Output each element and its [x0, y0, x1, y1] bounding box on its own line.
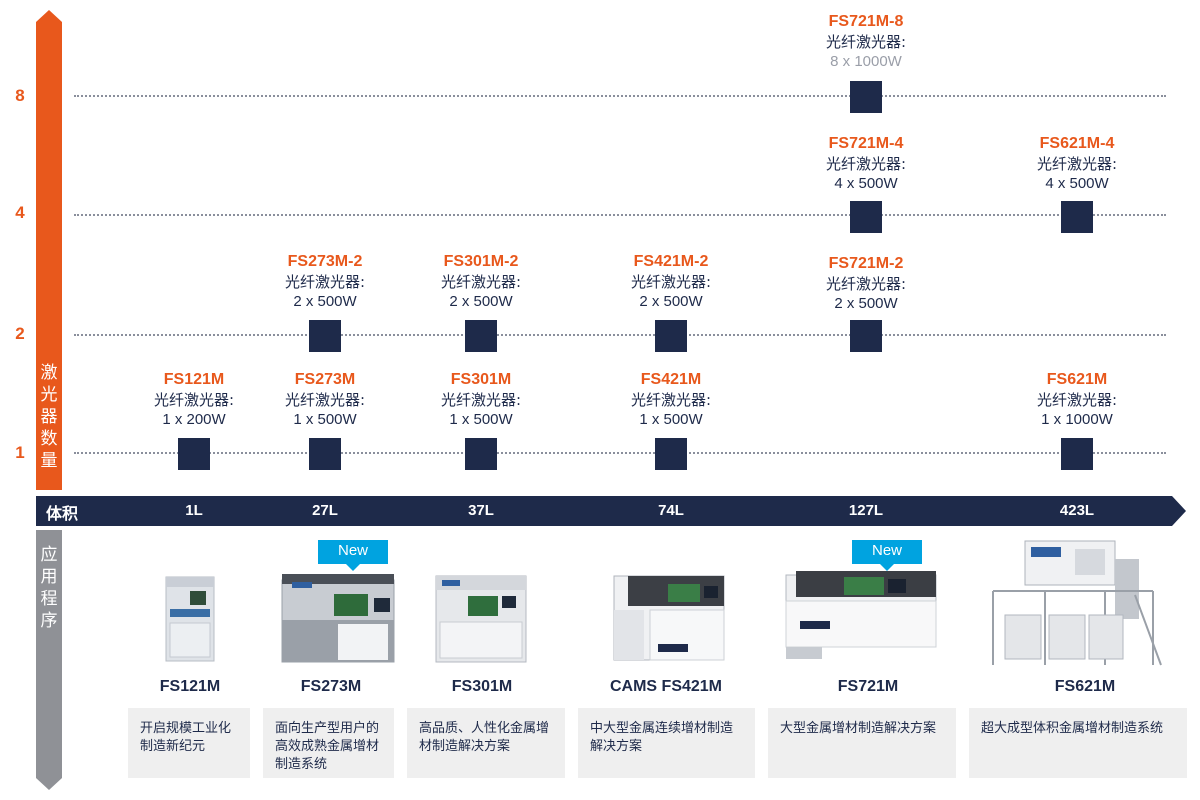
- marker-fs721m-2: [850, 320, 882, 352]
- laser-spec: 2 x 500W: [834, 295, 898, 312]
- fs121m-machine-image: [165, 576, 215, 662]
- laser-type: 光纤激光器:: [284, 391, 366, 409]
- product-name-cams-fs421m: CAMS FS421M: [609, 678, 723, 695]
- tick-8: 8: [15, 86, 25, 105]
- fs621m-machine-image: [992, 540, 1162, 666]
- tick-1: 1: [15, 443, 25, 462]
- laser-type: 光纤激光器:: [440, 391, 522, 409]
- product-desc-fs273m: 面向生产型用户的高效成熟金属增材制造系统: [263, 708, 394, 778]
- model-label-fs301m-2: FS301M-2 光纤激光器: 2 x 500W: [411, 252, 551, 312]
- new-badge-fs721m: New: [852, 540, 922, 571]
- product-name-fs621m: FS621M: [1054, 678, 1116, 695]
- application-axis-bar: [36, 530, 62, 790]
- model-label-fs421m-2: FS421M-2 光纤激光器: 2 x 500W: [601, 252, 741, 312]
- model-name: FS721M-2: [828, 255, 904, 272]
- marker-fs721m-4: [850, 201, 882, 233]
- laser-type: 光纤激光器:: [440, 273, 522, 291]
- product-name-fs721m: FS721M: [837, 678, 899, 695]
- gridline-4: [74, 214, 1166, 216]
- model-name: FS121M: [163, 371, 225, 388]
- model-name: FS621M-4: [1039, 135, 1115, 152]
- volume-1l: 1L: [185, 502, 203, 519]
- laser-spec: 4 x 500W: [834, 175, 898, 192]
- model-label-fs301m: FS301M 光纤激光器: 1 x 500W: [411, 370, 551, 430]
- laser-type: 光纤激光器:: [825, 275, 907, 293]
- product-name-fs273m: FS273M: [300, 678, 362, 695]
- volume-axis-label: 体积: [46, 504, 79, 523]
- model-label-fs421m: FS421M 光纤激光器: 1 x 500W: [601, 370, 741, 430]
- marker-fs301m: [465, 438, 497, 470]
- laser-type: 光纤激光器:: [153, 391, 235, 409]
- model-label-fs721m-2: FS721M-2 光纤激光器: 2 x 500W: [796, 254, 936, 314]
- marker-fs121m: [178, 438, 210, 470]
- marker-fs421m-2: [655, 320, 687, 352]
- product-desc-fs721m: 大型金属增材制造解决方案: [768, 708, 956, 778]
- model-name: FS421M: [640, 371, 702, 388]
- model-name: FS621M: [1046, 371, 1108, 388]
- model-label-fs121m: FS121M 光纤激光器: 1 x 200W: [124, 370, 264, 430]
- laser-spec: 1 x 500W: [639, 411, 703, 428]
- model-label-fs273m-2: FS273M-2 光纤激光器: 2 x 500W: [255, 252, 395, 312]
- volume-axis-bar: [36, 496, 1186, 526]
- laser-spec: 1 x 500W: [293, 411, 357, 428]
- laser-type: 光纤激光器:: [825, 33, 907, 51]
- volume-74l: 74L: [658, 502, 684, 519]
- model-label-fs621m-4: FS621M-4 光纤激光器: 4 x 500W: [1007, 134, 1147, 194]
- laser-spec: 4 x 500W: [1045, 175, 1109, 192]
- marker-fs301m-2: [465, 320, 497, 352]
- cams-fs421m-machine-image: [613, 575, 725, 661]
- tick-4: 4: [15, 203, 25, 222]
- marker-fs621m-4: [1061, 201, 1093, 233]
- model-label-fs721m-4: FS721M-4 光纤激光器: 4 x 500W: [796, 134, 936, 194]
- product-desc-cams-fs421m: 中大型金属连续增材制造解决方案: [578, 708, 755, 778]
- product-desc-fs621m: 超大成型体积金属增材制造系统: [969, 708, 1187, 778]
- model-label-fs273m: FS273M 光纤激光器: 1 x 500W: [255, 370, 395, 430]
- marker-fs273m: [309, 438, 341, 470]
- laser-spec: 1 x 500W: [449, 411, 513, 428]
- volume-423l: 423L: [1059, 502, 1095, 519]
- laser-type: 光纤激光器:: [630, 273, 712, 291]
- gridline-1: [74, 452, 1166, 454]
- product-desc-fs301m: 高品质、人性化金属增材制造解决方案: [407, 708, 565, 778]
- model-label-fs721m-8: FS721M-8 光纤激光器: 8 x 1000W: [796, 12, 936, 72]
- laser-spec: 2 x 500W: [293, 293, 357, 310]
- marker-fs621m: [1061, 438, 1093, 470]
- new-badge-fs273m: New: [318, 540, 388, 571]
- tick-2: 2: [15, 324, 25, 343]
- laser-type: 光纤激光器:: [825, 155, 907, 173]
- marker-fs273m-2: [309, 320, 341, 352]
- model-name: FS273M-2: [287, 253, 363, 270]
- laser-spec: 1 x 1000W: [1041, 411, 1113, 428]
- model-label-fs621m: FS621M 光纤激光器: 1 x 1000W: [1007, 370, 1147, 430]
- model-name: FS421M-2: [633, 253, 709, 270]
- fs301m-machine-image: [435, 575, 527, 663]
- product-name-fs121m: FS121M: [159, 678, 221, 695]
- fs273m-machine-image: [281, 574, 395, 663]
- marker-fs721m-8: [850, 81, 882, 113]
- volume-37l: 37L: [468, 502, 494, 519]
- model-name: FS301M: [450, 371, 512, 388]
- laser-type: 光纤激光器:: [284, 273, 366, 291]
- laser-type: 光纤激光器:: [1036, 391, 1118, 409]
- model-name: FS721M-4: [828, 135, 904, 152]
- laser-spec: 1 x 200W: [162, 411, 226, 428]
- laser-count-axis-bar: [36, 10, 62, 490]
- model-name: FS273M: [294, 371, 356, 388]
- product-name-fs301m: FS301M: [451, 678, 513, 695]
- volume-27l: 27L: [312, 502, 338, 519]
- gridline-2: [74, 334, 1166, 336]
- volume-127l: 127L: [848, 502, 884, 519]
- gridline-8: [74, 95, 1166, 97]
- fs721m-machine-image: [785, 571, 937, 659]
- laser-type: 光纤激光器:: [1036, 155, 1118, 173]
- model-name: FS721M-8: [828, 13, 904, 30]
- model-name: FS301M-2: [443, 253, 519, 270]
- product-desc-fs121m: 开启规模工业化制造新纪元: [128, 708, 250, 778]
- laser-spec: 2 x 500W: [449, 293, 513, 310]
- laser-type: 光纤激光器:: [630, 391, 712, 409]
- laser-spec: 2 x 500W: [639, 293, 703, 310]
- laser-spec: 8 x 1000W: [830, 53, 902, 70]
- marker-fs421m: [655, 438, 687, 470]
